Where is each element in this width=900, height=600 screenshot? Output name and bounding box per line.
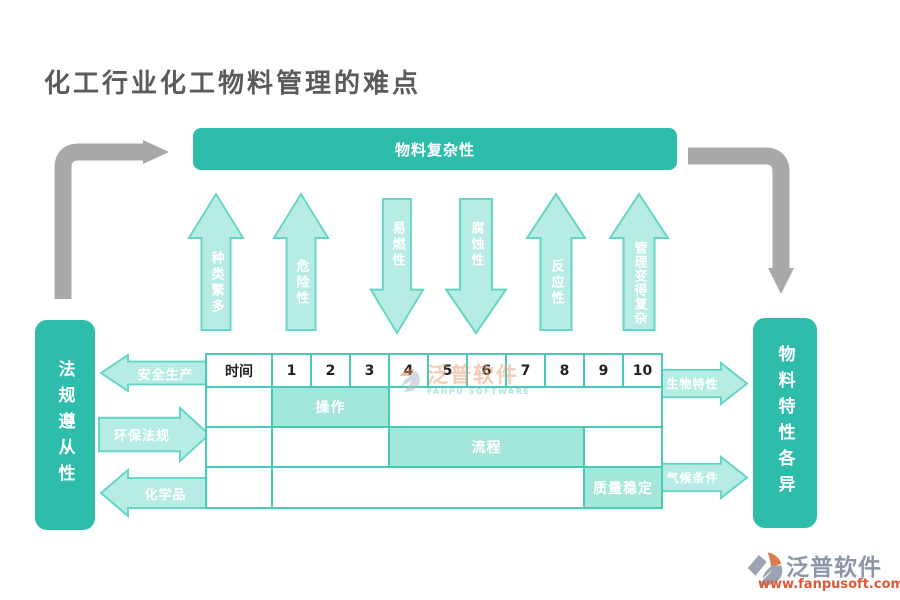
gantt-empty-cell <box>388 386 663 428</box>
gantt-task-bar: 质量稳定 <box>583 466 663 509</box>
watermark-brand: 泛普软件 <box>786 555 882 581</box>
gantt-col-header: 5 <box>427 353 468 388</box>
gantt-row: 质量稳定 <box>205 466 663 509</box>
gantt-header-row: 时间 1 2 3 4 5 6 7 8 9 10 <box>205 353 663 388</box>
gantt-empty-cell <box>205 426 273 468</box>
factor-arrow-label: 易燃性 <box>389 221 405 269</box>
factor-arrow-down: 腐蚀性 <box>444 197 508 335</box>
factor-arrow-up: 反应性 <box>525 192 587 332</box>
factor-arrow-label: 危险性 <box>293 259 309 307</box>
gantt-empty-cell <box>271 426 390 468</box>
gantt-row: 流程 <box>205 426 663 468</box>
factor-arrow-label: 种类繁多 <box>208 251 224 315</box>
page-title: 化工行业化工物料管理的难点 <box>44 69 422 99</box>
right-pillar-label: 物料特性各异 <box>774 345 795 501</box>
up-arrow-icon <box>525 192 587 331</box>
left-side-arrow: 环保法规 <box>98 406 210 463</box>
factor-arrow-up: 种类繁多 <box>187 192 245 332</box>
gantt-empty-cell <box>271 466 585 509</box>
flow-connector-right-icon <box>688 147 794 294</box>
side-arrow-label: 气候条件 <box>666 471 719 485</box>
side-arrow-label: 化学品 <box>144 487 187 503</box>
down-arrow-icon <box>369 197 425 335</box>
left-pillar: 法规遵从性 <box>35 320 95 530</box>
gantt-col-header: 2 <box>310 353 351 388</box>
side-arrow-label: 安全生产 <box>137 367 194 383</box>
watermark-url: www.fanpusoft.com <box>758 577 900 592</box>
left-side-arrow: 安全生产 <box>100 354 207 392</box>
top-banner: 物料复杂性 <box>193 128 677 170</box>
left-side-arrow: 化学品 <box>100 468 207 518</box>
gantt-col-header: 7 <box>505 353 546 388</box>
gantt-row: 操作 <box>205 386 663 428</box>
gantt-col-header: 9 <box>583 353 624 388</box>
factor-arrow-label: 腐蚀性 <box>468 221 484 269</box>
up-arrow-icon <box>608 192 670 331</box>
right-side-arrow: 气候条件 <box>661 455 748 500</box>
left-pillar-label: 法规遵从性 <box>54 360 75 490</box>
down-arrow-icon <box>444 197 508 335</box>
gantt-col-header: 10 <box>622 353 663 388</box>
flow-connector-left-icon <box>54 140 169 299</box>
gantt-empty-cell <box>205 386 273 428</box>
gantt-empty-cell <box>205 466 273 509</box>
factor-arrow-up: 危险性 <box>272 192 330 332</box>
gantt-task-bar: 操作 <box>271 386 390 428</box>
right-pillar: 物料特性各异 <box>753 318 817 528</box>
factor-arrow-up: 管理变得复杂 <box>608 192 670 332</box>
gantt-table: 时间 1 2 3 4 5 6 7 8 9 10 操作 流程 质量稳定 <box>205 353 663 509</box>
gantt-time-header: 时间 <box>205 353 273 388</box>
side-arrow-label: 生物特性 <box>666 377 719 391</box>
fanpu-logo-icon <box>747 552 783 586</box>
gantt-task-bar: 流程 <box>388 426 585 468</box>
up-arrow-icon <box>187 192 245 331</box>
gantt-col-header: 6 <box>466 353 507 388</box>
gantt-col-header: 4 <box>388 353 429 388</box>
factor-arrow-label: 管理变得复杂 <box>631 241 647 325</box>
gantt-col-header: 1 <box>271 353 312 388</box>
gantt-empty-cell <box>583 426 663 468</box>
up-arrow-icon <box>272 192 330 331</box>
right-arrow-icon <box>98 406 210 463</box>
factor-arrow-label: 反应性 <box>548 259 564 307</box>
watermark-corner: 泛普软件 www.fanpusoft.com <box>746 548 900 594</box>
gantt-col-header: 8 <box>544 353 585 388</box>
side-arrow-label: 环保法规 <box>113 429 170 444</box>
gantt-col-header: 3 <box>349 353 390 388</box>
right-side-arrow: 生物特性 <box>661 361 748 406</box>
factor-arrow-down: 易燃性 <box>369 197 425 335</box>
